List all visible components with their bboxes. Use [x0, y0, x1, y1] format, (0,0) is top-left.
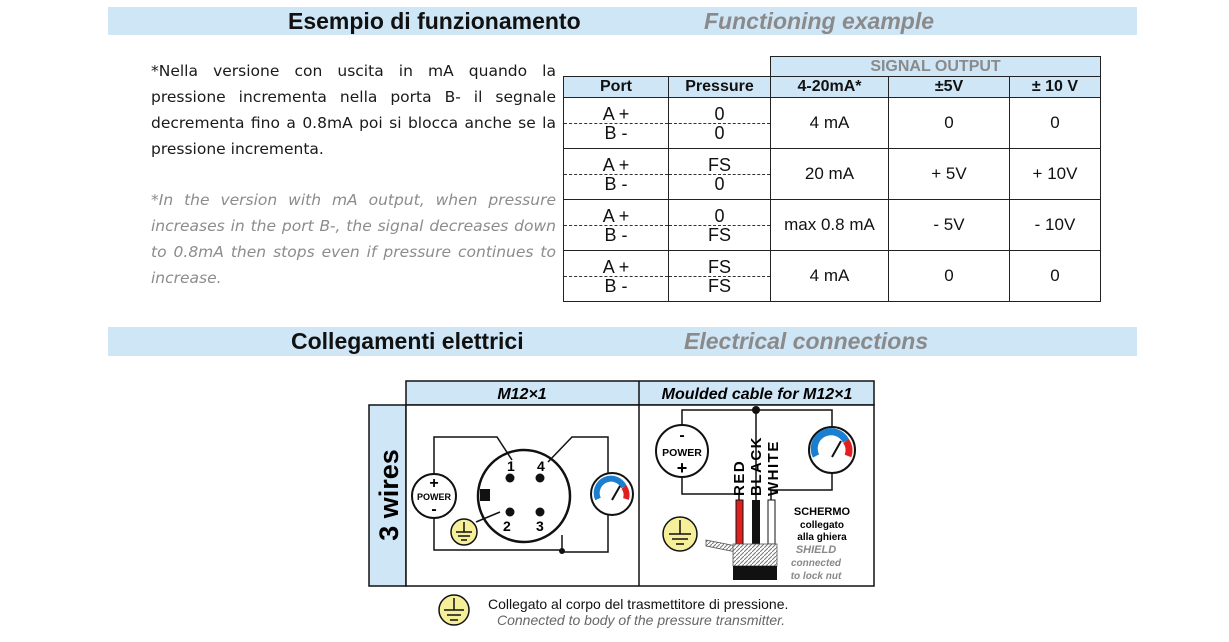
pressure-b: FS — [707, 224, 731, 245]
col-header-5v: ±5V — [888, 76, 1010, 98]
black-wire — [752, 500, 760, 544]
wire-black-label: BLACK — [748, 436, 765, 496]
pin-1-dot — [505, 473, 515, 483]
pin-3-label: 3 — [536, 518, 544, 534]
ma-cell: 4 mA — [770, 97, 889, 149]
port-b: B - — [604, 173, 628, 194]
note-english: *In the version with mA output, when pre… — [151, 191, 556, 287]
pressure-a: FS — [669, 156, 770, 175]
pressure-a: FS — [669, 258, 770, 277]
white-wire — [767, 499, 776, 545]
power-label: POWER — [417, 492, 452, 502]
port-a: A + — [564, 105, 668, 124]
shield-it-1: SCHERMO — [794, 506, 851, 518]
shield-en-1: SHIELD — [796, 544, 836, 556]
footer-note-en: Connected to body of the pressure transm… — [497, 612, 786, 628]
power-plus: + — [677, 458, 688, 478]
signal-output-header: SIGNAL OUTPUT — [770, 56, 1101, 77]
port-b: B - — [604, 122, 628, 143]
port-b: B - — [604, 275, 628, 296]
pin-2-dot — [505, 507, 515, 517]
power-label: POWER — [662, 447, 702, 459]
port-cell: A +B - — [563, 250, 669, 302]
pressure-a: 0 — [669, 207, 770, 226]
m12-connector-drawing — [433, 436, 609, 553]
pin-3-dot — [535, 507, 545, 517]
connector-key — [480, 489, 490, 501]
power-plus: + — [429, 475, 438, 492]
signal-output-table: SIGNAL OUTPUT Port Pressure 4-20mA* ±5V … — [563, 56, 1101, 302]
footer-note-it: Collegato al corpo del trasmettitore di … — [488, 596, 789, 612]
v5-cell: - 5V — [888, 199, 1010, 251]
port-a: A + — [564, 156, 668, 175]
shield-it-2: collegato — [800, 520, 844, 531]
shield-braid — [732, 543, 778, 567]
v10-cell: 0 — [1009, 250, 1101, 302]
shield-en-3: to lock nut — [791, 571, 842, 582]
shield-en-2: connected — [791, 558, 842, 569]
pin-1-label: 1 — [507, 458, 515, 474]
moulded-cable-title: Moulded cable for M12×1 — [662, 386, 853, 403]
section-title-en: Electrical connections — [684, 328, 929, 354]
section-header-functioning: Esempio di funzionamento Functioning exa… — [108, 7, 1137, 35]
port-a: A + — [564, 258, 668, 277]
red-wire — [735, 499, 744, 545]
section-title-en: Functioning example — [704, 8, 935, 34]
v5-cell: 0 — [888, 250, 1010, 302]
col-header-4-20ma: 4-20mA* — [770, 76, 889, 98]
col-header-pressure: Pressure — [668, 76, 771, 98]
col-header-port: Port — [563, 76, 669, 98]
pressure-b: FS — [707, 275, 731, 296]
shield-it-3: alla ghiera — [797, 532, 847, 543]
section-title-it: Collegamenti elettrici — [291, 328, 524, 354]
pin-4-dot — [535, 473, 545, 483]
power-supply-icon — [411, 473, 457, 519]
wire-white-label: WHITE — [765, 440, 782, 496]
pin-4-label: 4 — [537, 458, 545, 474]
v5-cell: + 5V — [888, 148, 1010, 200]
pressure-b: 0 — [714, 122, 725, 143]
port-cell: A +B - — [563, 199, 669, 251]
power-supply-icon — [655, 424, 709, 478]
pressure-b: 0 — [714, 173, 725, 194]
pin-2-label: 2 — [503, 518, 511, 534]
cable-jacket — [733, 566, 777, 580]
port-a: A + — [564, 207, 668, 226]
power-minus: - — [431, 501, 436, 518]
ma-cell: 4 mA — [770, 250, 889, 302]
note-italian: *Nella versione con uscita in mA quando … — [151, 62, 556, 158]
v10-cell: - 10V — [1009, 199, 1101, 251]
section-title-it: Esempio di funzionamento — [288, 8, 581, 34]
side-label-bar — [368, 404, 407, 587]
m12-title: M12×1 — [497, 386, 546, 403]
power-minus: - — [679, 427, 684, 444]
v10-cell: + 10V — [1009, 148, 1101, 200]
port-b: B - — [604, 224, 628, 245]
three-wires-label: 3 wires — [374, 449, 404, 541]
pressure-a: 0 — [669, 105, 770, 124]
section-header-electrical: Collegamenti elettrici Electrical connec… — [108, 327, 1137, 356]
wire-red-label: RED — [731, 460, 748, 496]
